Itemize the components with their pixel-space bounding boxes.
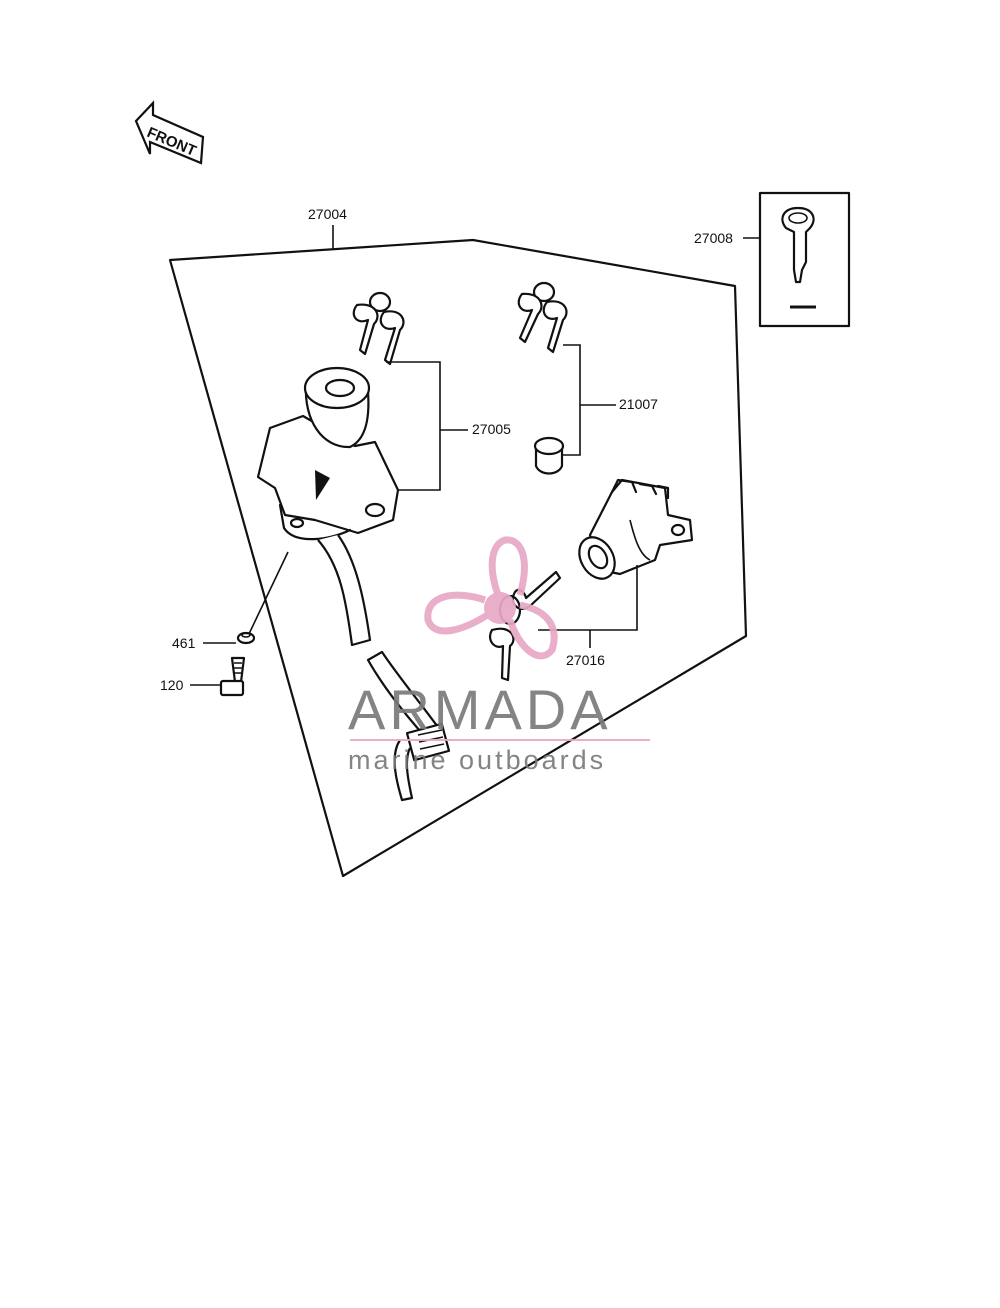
seat-lock (578, 478, 694, 580)
screw-120 (219, 656, 246, 697)
part-label-120: 120 (160, 677, 184, 693)
seat-lock-keys (517, 281, 568, 354)
kit-outline (168, 238, 748, 878)
part-label-27004: 27004 (308, 206, 347, 222)
part-label-27016: 27016 (566, 652, 605, 668)
part-label-21007: 21007 (619, 396, 658, 412)
part-label-27008: 27008 (694, 230, 733, 246)
key-blank-box (758, 191, 851, 328)
nut-461 (236, 631, 256, 645)
ignition-switch (256, 366, 451, 802)
front-arrow: FRONT (134, 100, 205, 165)
lock-cap (533, 436, 565, 475)
part-label-27005: 27005 (472, 421, 511, 437)
watermark: ARMADA marine outboards (348, 536, 650, 775)
watermark-subtitle: marine outboards (348, 745, 606, 775)
propeller-logo (424, 536, 558, 660)
ignition-keys (352, 291, 405, 366)
watermark-title: ARMADA (348, 678, 612, 741)
part-label-461: 461 (172, 635, 196, 651)
